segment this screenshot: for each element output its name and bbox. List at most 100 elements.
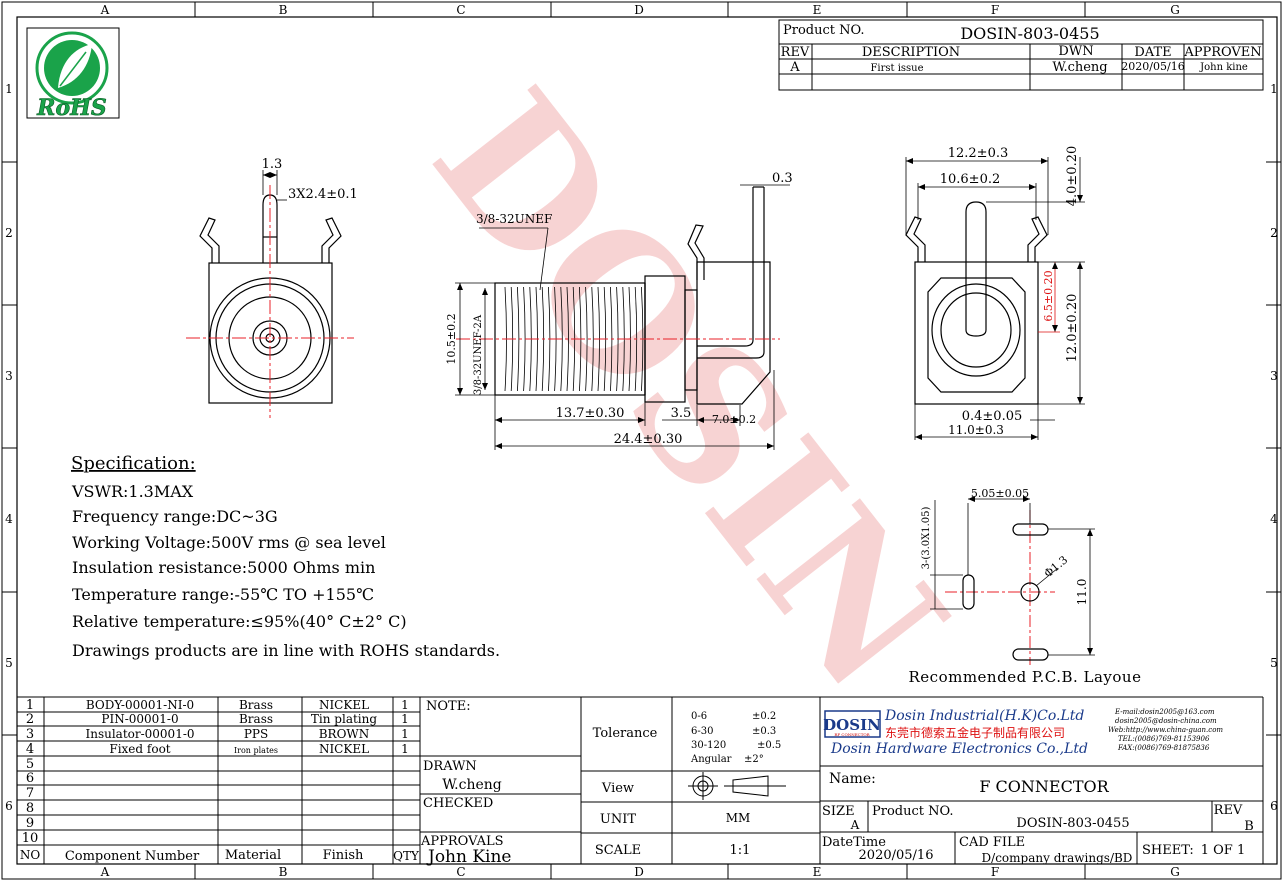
dosin-logo-text: DOSIN xyxy=(823,716,881,734)
tolerance-range: 6-30 xyxy=(691,726,713,737)
size-label: SIZE xyxy=(822,804,855,819)
bom-cell-component: Fixed foot xyxy=(109,742,170,756)
spec-line: VSWR:1.3MAX xyxy=(71,482,194,501)
bom-cell-qty: 1 xyxy=(401,727,409,741)
bom-cell-no: 10 xyxy=(22,831,39,846)
thread-line xyxy=(566,286,569,392)
size-value: A xyxy=(850,818,860,832)
company-name-1: Dosin Industrial(H.K)Co.Ltd xyxy=(884,708,1084,724)
side-dim-thread: 3/8-32UNEF-2A xyxy=(473,314,484,395)
product-no-value: DOSIN-803-0455 xyxy=(960,24,1099,43)
product-no-label: Product NO. xyxy=(783,23,865,38)
datetime-value: 2020/05/16 xyxy=(859,848,934,863)
approvals-label: APPROVALS xyxy=(420,834,504,849)
tolerance-value: ±0.2 xyxy=(752,711,776,722)
right-dim-height: 12.0±0.20 xyxy=(1065,294,1080,363)
side-dim-plate: 0.3 xyxy=(772,171,793,186)
tolerance-range: 30-120 xyxy=(691,740,726,751)
bom-cell-no: 7 xyxy=(26,786,34,801)
right-dim-pin-height: 4.0±0.20 xyxy=(1065,146,1080,207)
checked-label: CHECKED xyxy=(423,796,493,811)
right-dim-center: 6.5±0.20 xyxy=(1042,270,1055,321)
front-dim-pin-width: 1.3 xyxy=(262,157,283,172)
col-label-bottom: F xyxy=(991,865,999,879)
tolerance-value: ±0.5 xyxy=(757,740,781,751)
spec-line: Relative temperature:≤95%(40° C±2° C) xyxy=(72,612,407,631)
col-label-top: A xyxy=(100,3,110,17)
bom-cell-material: Iron plates xyxy=(234,746,278,755)
front-view: 1.3 3X2.4±0.1 xyxy=(186,157,358,418)
thread-line xyxy=(585,286,588,392)
col-label-top: D xyxy=(634,3,644,17)
row-label-left: 5 xyxy=(5,656,13,670)
bom-cell-no: 2 xyxy=(26,712,34,727)
unit-value: MM xyxy=(726,811,751,825)
frame-labels: A B C D E F G A B C D E F G 1 2 3 4 5 6 … xyxy=(5,3,1278,879)
contact-line: E-mail:dosin2005@163.com xyxy=(1114,708,1215,716)
row-label-left: 4 xyxy=(5,512,13,526)
bom-cell-no: 8 xyxy=(26,801,34,816)
part-product-no: DOSIN-803-0455 xyxy=(1016,816,1129,831)
thread-line xyxy=(591,286,594,392)
approven-value: John kine xyxy=(1199,62,1248,73)
bom-cell-finish: BROWN xyxy=(319,727,370,741)
scale-value: 1:1 xyxy=(730,843,751,858)
tolerance-value: ±2° xyxy=(744,754,764,765)
contact-line: dosin2005@dosin-china.com xyxy=(1115,717,1217,725)
col-label-bottom: B xyxy=(279,865,288,879)
view-label: View xyxy=(601,781,634,796)
tolerance-range: 0-6 xyxy=(691,711,707,722)
bom-cell-no: 9 xyxy=(26,816,34,831)
bom-cell-finish: Tin plating xyxy=(311,712,377,726)
bom-cell-qty: 1 xyxy=(401,742,409,756)
dosin-logo xyxy=(824,710,881,738)
bom-cell-component: Insulator-00001-0 xyxy=(85,727,194,741)
side-dim-thread-length: 13.7±0.30 xyxy=(556,406,625,421)
company-block: DOSIN RF CONNECTOR Dosin Industrial(H.K)… xyxy=(823,708,1223,757)
pcb-title: Recommended P.C.B. Layoue xyxy=(909,668,1142,686)
date-header: DATE xyxy=(1134,45,1171,60)
col-label-top: G xyxy=(1170,3,1180,17)
row-label-right: 2 xyxy=(1270,226,1278,240)
bom-cell-material: PPS xyxy=(244,727,268,741)
side-view: 3/8-32UNEF 0.3 10.5±0.2 3/8-32UNEF-2A 13… xyxy=(445,171,793,450)
bom-cell-component: PIN-00001-0 xyxy=(101,712,178,726)
col-label-top: B xyxy=(279,3,288,17)
tolerance-range: Angular xyxy=(690,754,732,765)
bom-cell-material: Brass xyxy=(239,698,273,712)
approvals-block: NOTE: DRAWN W.cheng CHECKED APPROVALS Jo… xyxy=(420,699,512,867)
drawn-label: DRAWN xyxy=(423,759,477,774)
pcb-dim-slots: 3-(3.0X1.05) xyxy=(921,506,932,569)
bom-header-no: NO xyxy=(20,848,41,862)
col-label-top: F xyxy=(991,3,999,17)
bom-cell-no: 6 xyxy=(26,771,34,786)
name-label: Name: xyxy=(829,771,876,787)
approved-by-signature: John Kine xyxy=(426,847,512,867)
front-dim-pin-size: 3X2.4±0.1 xyxy=(288,187,358,202)
col-label-bottom: G xyxy=(1170,865,1180,879)
approven-header: APPROVEN xyxy=(1183,45,1261,60)
col-label-bottom: E xyxy=(813,865,822,879)
revision-block xyxy=(778,19,1264,91)
bom-header-finish: Finish xyxy=(323,848,364,863)
row-label-left: 2 xyxy=(5,226,13,240)
bom-cell-qty: 1 xyxy=(401,712,409,726)
bom-cell-qty: 1 xyxy=(401,698,409,712)
spec-title: Specification: xyxy=(71,453,196,474)
spec-line: Temperature range:-55℃ TO +155℃ xyxy=(72,585,374,604)
thread-line xyxy=(560,286,563,392)
spec-line: Frequency range:DC~3G xyxy=(72,507,278,526)
bom-cell-material: Brass xyxy=(239,712,273,726)
row-label-right: 5 xyxy=(1270,656,1278,670)
bom-cell-no: 1 xyxy=(26,698,34,713)
col-label-bottom: D xyxy=(634,865,644,879)
bom-cell-no: 5 xyxy=(26,757,34,772)
dosin-logo-sub: RF CONNECTOR xyxy=(834,732,870,737)
row-label-right: 4 xyxy=(1270,512,1278,526)
spec-line: Insulation resistance:5000 Ohms min xyxy=(72,558,375,577)
side-dim-body: 7.0±0.2 xyxy=(712,413,756,426)
row-label-left: 3 xyxy=(5,369,13,383)
pcb-dim-spacing: 5.05±0.05 xyxy=(971,487,1029,500)
part-rev-label: REV xyxy=(1214,803,1243,818)
side-dim-total: 24.4±0.30 xyxy=(614,432,683,447)
